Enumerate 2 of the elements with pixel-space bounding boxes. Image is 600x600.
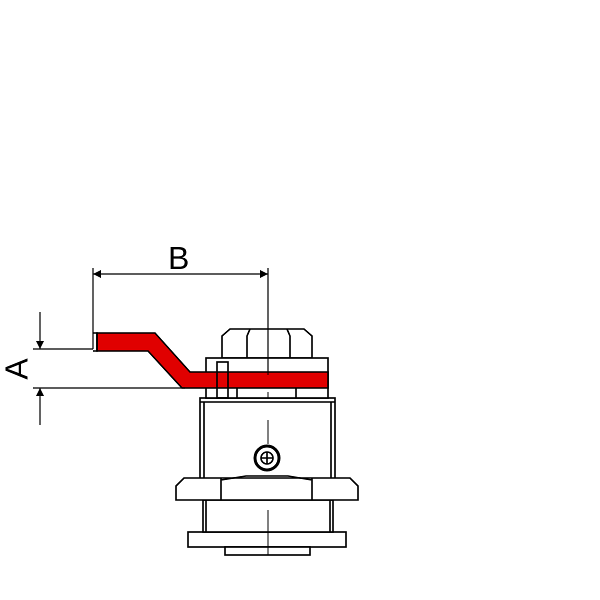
dimension-label: A — [0, 358, 33, 380]
dimension-label: B — [168, 242, 190, 274]
